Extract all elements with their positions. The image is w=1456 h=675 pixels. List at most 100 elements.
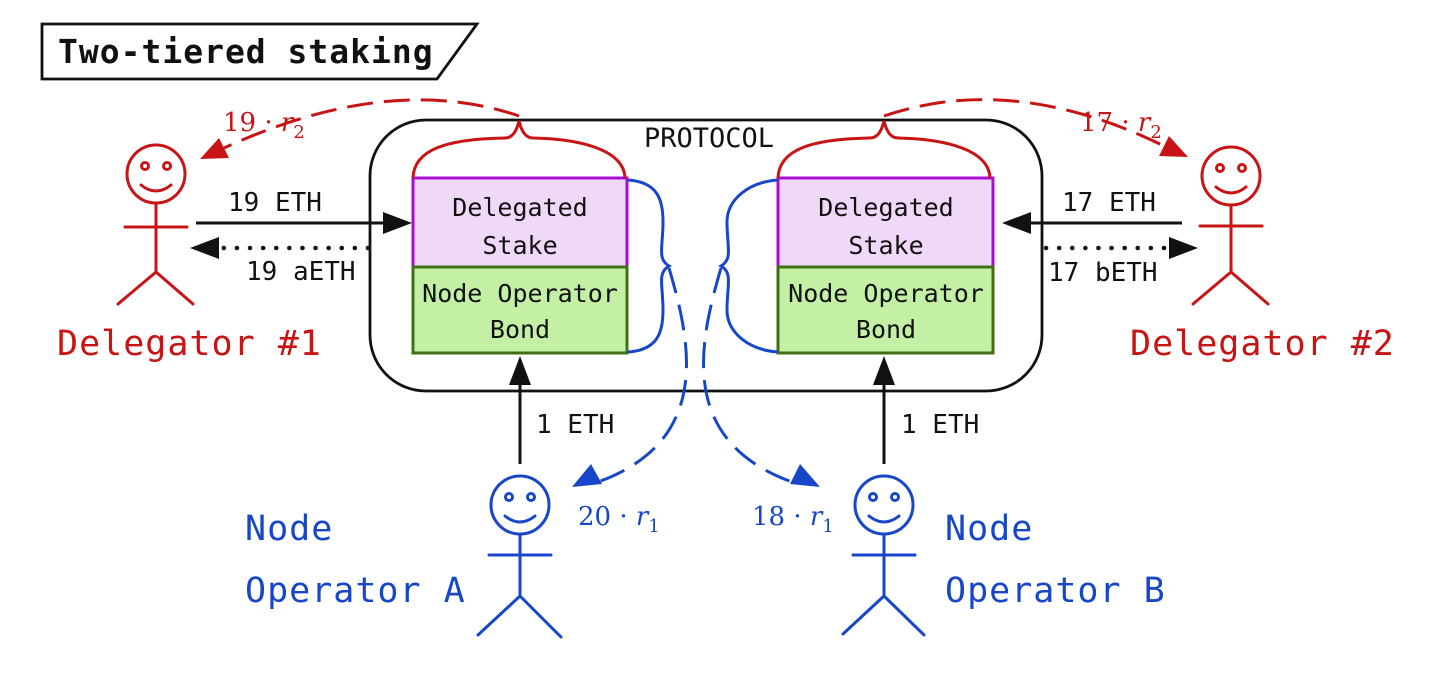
delegator2-reward-label: 17 · r2 [1080,108,1162,143]
operator-b-bond-arrow: 1 ETH [873,356,979,464]
operator-b-reward-subscript: 1 [822,516,833,537]
operator-a-right-leg [518,594,563,639]
delegator1-reward-label: 19 · r2 [223,108,305,143]
pool-a: Delegated Stake Node Operator Bond [411,176,629,355]
delegator1-deposit-arrowhead [383,212,412,234]
delegator2-reward-subscript: 2 [1150,122,1161,143]
operator-a-right-eye [526,492,536,502]
operator-b-bond-arrowhead [873,356,895,385]
delegator1-reward-variable: r [281,108,295,138]
delegator1-reward-arrow: 19 · r2 [200,98,520,159]
operator-b-name-line2: Operator B [945,571,1166,611]
operator-a-reward-coefficient: 20 · [578,502,636,532]
page-title: Two-tiered staking [58,32,434,71]
pool-b-stake-brace [776,120,992,179]
operator-b-reward-arrow: 18 · r1 [702,267,834,537]
operator-b-smile [867,514,901,524]
operator-b-figure [841,474,926,637]
delegator1-right-leg [154,270,195,306]
delegator1-reward-subscript: 2 [293,122,304,143]
operator-a-bond-arrowhead [509,356,531,385]
delegator2-deposit-arrowhead [1002,212,1031,234]
delegator1-smile [139,183,173,193]
delegator1-left-leg [116,270,158,306]
delegator2-smile [1214,185,1248,195]
protocol-label: PROTOCOL [644,123,774,154]
title-banner: Two-tiered staking [40,22,480,81]
pool-b-stake-label-line1: Delegated [818,193,953,222]
delegator2-reward-arrowhead [1159,136,1188,157]
delegator1-figure [116,143,195,306]
delegator2-reward-arrow: 17 · r2 [883,98,1188,157]
delegator2-receipt-label: 17 bETH [1048,258,1158,288]
operator-a-reward-variable: r [636,502,650,532]
pool-a-total-brace [627,178,672,354]
pool-b: Delegated Stake Node Operator Bond [776,176,995,355]
delegator1-right-eye [162,161,172,171]
operator-a-name-line2: Operator A [245,571,466,611]
operator-b-reward-variable: r [810,502,824,532]
delegator1-deposit-label: 19 ETH [228,188,322,218]
pool-a-bond-label-line1: Node Operator [422,279,618,308]
delegator2-reward-curve [883,98,1165,148]
delegator2-right-eye [1237,163,1247,173]
delegator2-figure [1191,145,1270,306]
delegator2-right-leg [1229,270,1270,306]
delegator1-deposit-arrow: 19 ETH [196,188,412,234]
delegator2-receipt-arrow: 17 bETH [1043,237,1198,288]
delegator2-deposit-arrow: 17 ETH [1002,188,1182,234]
operator-b-name-line1: Node [945,509,1033,549]
delegator2-reward-coefficient: 17 · [1080,108,1138,138]
operator-a-reward-curve [597,267,688,484]
pool-b-bond-label-line1: Node Operator [788,279,984,308]
delegator2-head [1200,145,1262,207]
pool-a-stake-label-line2: Stake [482,231,557,260]
operator-a-left-leg [476,594,522,637]
pool-b-node-operator-bond-box [776,265,995,355]
operator-a-figure [476,474,563,639]
delegator1-left-eye [140,161,150,171]
operator-a-bond-arrow: 1 ETH [509,356,614,464]
operator-a-bond-label: 1 ETH [536,410,614,440]
pool-b-total-brace [718,178,779,354]
pool-b-stake-label-line2: Stake [848,231,923,260]
operator-a-smile [503,514,537,524]
delegator1-reward-coefficient: 19 · [223,108,281,138]
operator-b-reward-curve [702,267,793,484]
delegator2-left-leg [1191,270,1233,306]
operator-b-right-leg [882,594,926,637]
title-banner-shape [40,22,480,81]
operator-a-left-eye [504,492,514,502]
operator-a-reward-subscript: 1 [648,516,659,537]
operator-a-name-line1: Node [245,509,333,549]
delegator2-receipt-arrowhead [1169,237,1198,259]
delegator2-left-eye [1215,163,1225,173]
operator-b-left-leg [841,594,886,636]
operator-b-reward-label: 18 · r1 [752,502,834,537]
delegator1-reward-arrowhead [200,138,229,159]
delegator1-receipt-label: 19 aETH [246,257,356,287]
operator-b-left-eye [868,492,878,502]
operator-a-reward-arrow: 20 · r1 [572,267,688,537]
delegator2-reward-variable: r [1138,108,1152,138]
delegator1-receipt-arrow: 19 aETH [190,237,371,287]
delegator1-head [125,143,187,205]
operator-b-reward-arrowhead [790,464,820,487]
pool-b-bond-label-line2: Bond [856,315,916,344]
pool-a-bond-label-line2: Bond [490,315,550,344]
pool-a-node-operator-bond-box [411,265,629,355]
delegator1-receipt-arrowhead [190,237,219,259]
delegator2-deposit-label: 17 ETH [1062,188,1156,218]
delegator1-name: Delegator #1 [57,324,322,364]
pool-a-stake-label-line1: Delegated [452,193,587,222]
delegator2-name: Delegator #2 [1130,324,1395,364]
operator-b-head [853,474,915,536]
operator-a-head [489,474,551,536]
operator-b-bond-label: 1 ETH [901,410,979,440]
operator-a-reward-arrowhead [572,464,602,487]
operator-a-reward-label: 20 · r1 [578,502,660,537]
operator-b-reward-coefficient: 18 · [752,502,810,532]
pool-a-stake-brace [411,120,627,179]
